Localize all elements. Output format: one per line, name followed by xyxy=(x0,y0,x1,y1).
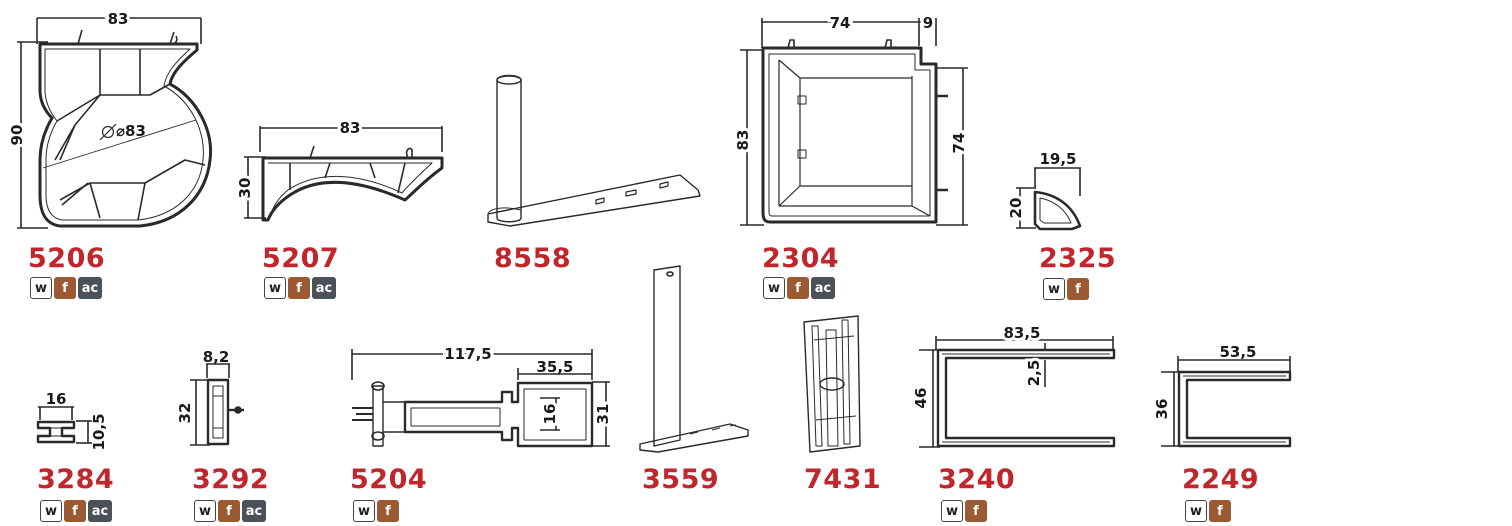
finish-badge-f: f xyxy=(64,500,86,522)
finish-badge-ac: ac xyxy=(242,500,266,522)
profile-drawing-5207 xyxy=(244,126,444,222)
finish-badge-ac: ac xyxy=(811,277,835,299)
dim-label: 53,5 xyxy=(1219,343,1256,361)
dim-label: 10,5 xyxy=(90,413,108,450)
dim-label: 30 xyxy=(236,178,254,199)
dim-label: 35,5 xyxy=(536,358,573,376)
profile-drawing-8558 xyxy=(487,74,701,227)
dim-label: 8,2 xyxy=(203,348,230,366)
dim-label: 9 xyxy=(923,14,933,32)
profile-drawing-3559 xyxy=(639,265,749,453)
finish-badge-w: w xyxy=(763,277,785,299)
finish-badge-ac: ac xyxy=(78,277,102,299)
finish-badge-f: f xyxy=(218,500,240,522)
finish-badge-ac: ac xyxy=(88,500,112,522)
finish-badge-ac: ac xyxy=(312,277,336,299)
finish-badges: w f ac xyxy=(40,500,112,522)
dim-label: 74 xyxy=(830,14,851,32)
dim-label: 83 xyxy=(108,10,129,28)
finish-badge-f: f xyxy=(787,277,809,299)
finish-badges: w f xyxy=(1185,500,1231,522)
finish-badges: w f xyxy=(1043,278,1089,300)
profile-drawing-2325 xyxy=(1016,167,1082,231)
finish-badges: w f ac xyxy=(264,277,336,299)
finish-badge-f: f xyxy=(965,500,987,522)
dim-label: 83 xyxy=(340,119,361,137)
product-code: 2304 xyxy=(762,243,840,274)
profile-drawing-5204 xyxy=(351,349,610,448)
finish-badge-w: w xyxy=(40,500,62,522)
dim-label: 2,5 xyxy=(1025,360,1043,387)
finish-badges: w f ac xyxy=(30,277,102,299)
dim-label: 117,5 xyxy=(444,345,491,363)
dim-label: 36 xyxy=(1153,399,1171,420)
finish-badge-w: w xyxy=(264,277,286,299)
finish-badge-f: f xyxy=(54,277,76,299)
product-code: 5207 xyxy=(262,243,340,274)
finish-badge-w: w xyxy=(1043,278,1065,300)
dim-label: 19,5 xyxy=(1039,150,1076,168)
product-code: 3559 xyxy=(642,464,720,495)
dim-label: 16 xyxy=(541,404,559,425)
finish-badge-w: w xyxy=(1185,500,1207,522)
finish-badge-f: f xyxy=(1067,278,1089,300)
dim-label: 74 xyxy=(950,133,968,154)
finish-badges: w f ac xyxy=(763,277,835,299)
finish-badge-w: w xyxy=(941,500,963,522)
dim-label: 31 xyxy=(594,404,612,425)
product-code: 2249 xyxy=(1182,464,1260,495)
profile-drawing-3284 xyxy=(36,406,92,444)
product-code: 5206 xyxy=(28,243,106,274)
product-code: 3292 xyxy=(192,464,270,495)
product-code: 3240 xyxy=(938,464,1016,495)
profile-drawing-7431 xyxy=(803,315,861,453)
finish-badges: w f xyxy=(941,500,987,522)
product-code: 5204 xyxy=(350,464,428,495)
product-code: 8558 xyxy=(494,243,572,274)
finish-badge-f: f xyxy=(288,277,310,299)
profile-drawing-5206 xyxy=(17,17,213,229)
product-code: 2325 xyxy=(1039,243,1117,274)
dim-label: ⌀83 xyxy=(116,122,146,140)
profile-drawing-2304 xyxy=(740,18,968,226)
finish-badges: w f xyxy=(353,500,399,522)
finish-badge-f: f xyxy=(1209,500,1231,522)
profile-drawing-2249 xyxy=(1161,356,1292,448)
profile-drawing-3240 xyxy=(919,336,1116,448)
finish-badge-w: w xyxy=(353,500,375,522)
dim-label: 83 xyxy=(734,130,752,151)
dim-label: 32 xyxy=(176,403,194,424)
product-code: 7431 xyxy=(804,464,882,495)
finish-badge-w: w xyxy=(30,277,52,299)
finish-badge-w: w xyxy=(194,500,216,522)
dim-label: 83,5 xyxy=(1003,324,1040,342)
dim-label: 90 xyxy=(8,125,26,146)
dim-label: 20 xyxy=(1007,198,1025,219)
product-code: 3284 xyxy=(37,464,115,495)
finish-badge-f: f xyxy=(377,500,399,522)
finish-badges: w f ac xyxy=(194,500,266,522)
dim-label: 16 xyxy=(46,390,67,408)
dim-label: 46 xyxy=(912,388,930,409)
profile-drawing-3292 xyxy=(190,363,244,446)
